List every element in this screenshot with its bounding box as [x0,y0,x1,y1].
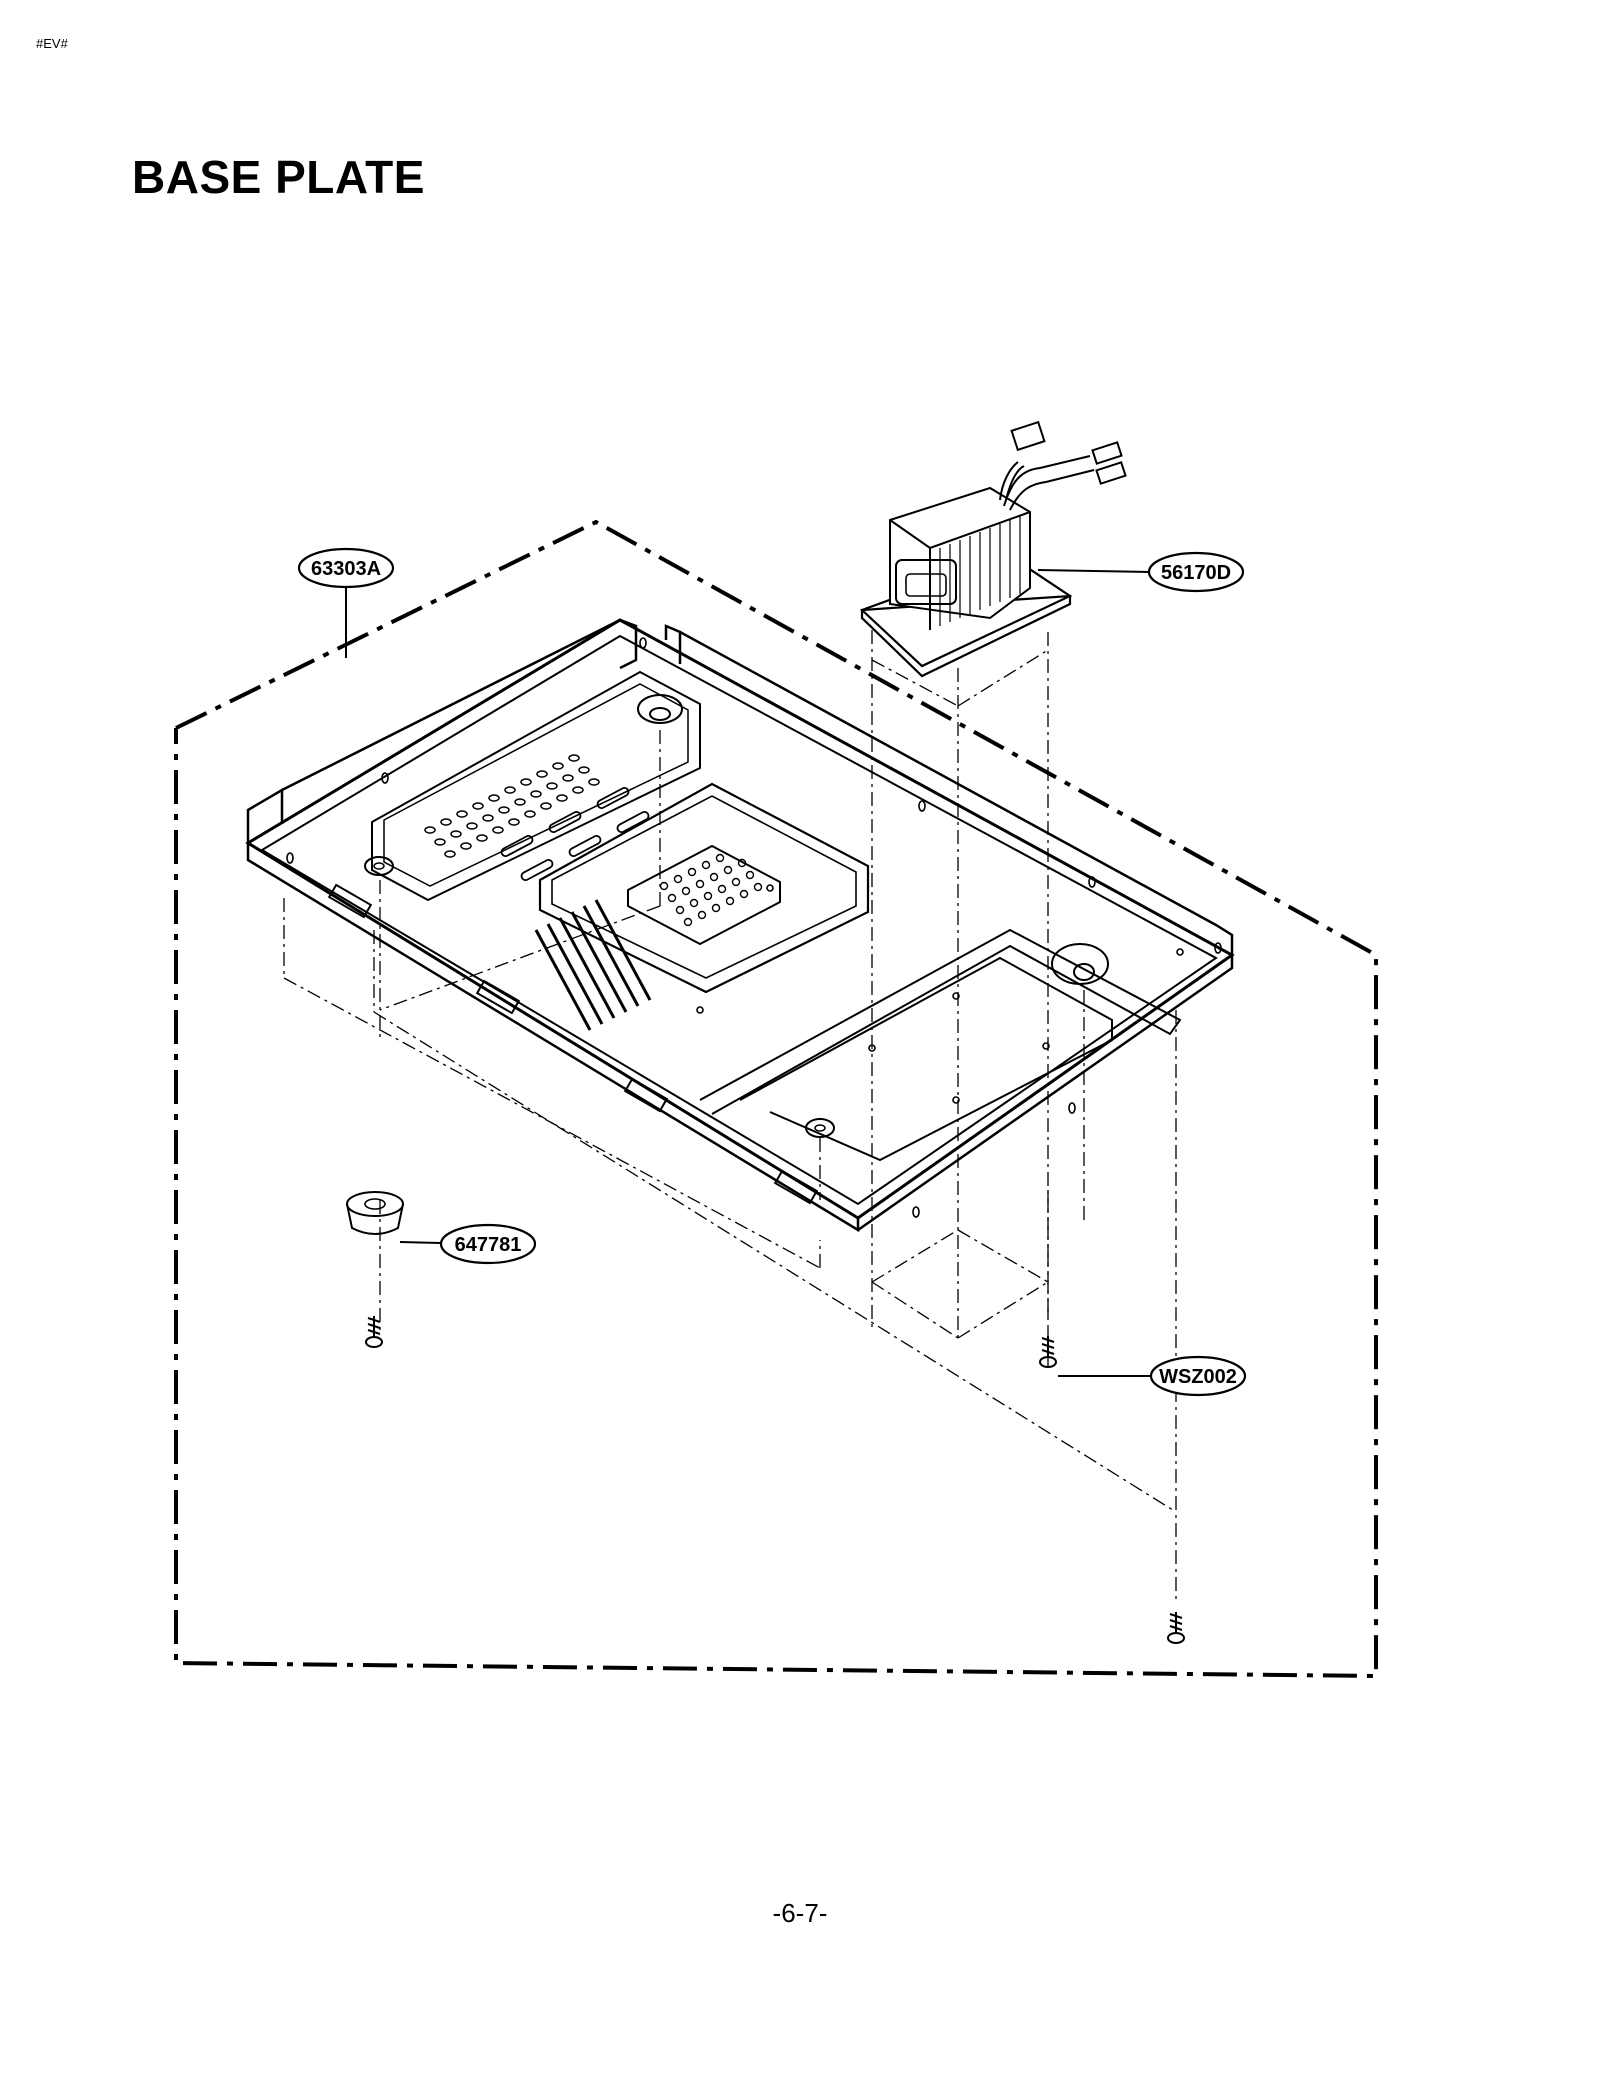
callout-label-foot: 647781 [455,1234,522,1256]
callout-label-screw: WSZ002 [1159,1366,1237,1388]
boss-rear [637,694,683,724]
boss-front [805,1118,835,1138]
projection-lines [283,630,1177,1600]
callout-63303A: 63303A [297,547,395,589]
page-title: BASE PLATE [132,151,425,203]
vent-holes [424,754,600,858]
base-plate-drawing [245,618,1235,1233]
screw-drawing-right [1039,1336,1057,1368]
callout-647781: 647781 [439,1223,537,1265]
callout-leaders [345,569,1151,1377]
boss-left [364,856,394,876]
screw-drawing-bottom [1167,1612,1185,1644]
assembly-boundary [174,519,1378,1679]
callout-label-base-plate: 63303A [311,558,381,580]
boss-right [1051,943,1109,985]
foot-drawing [346,1191,404,1235]
callout-label-transformer: 56170D [1161,562,1231,584]
screw-drawing-left [365,1316,383,1348]
callout-56170D: 56170D [1147,551,1245,593]
transformer-drawing [859,420,1127,678]
corner-tag: #EV# [36,36,68,51]
callout-WSZ002: WSZ002 [1149,1355,1247,1397]
page-number: -6-7- [772,1898,828,1928]
